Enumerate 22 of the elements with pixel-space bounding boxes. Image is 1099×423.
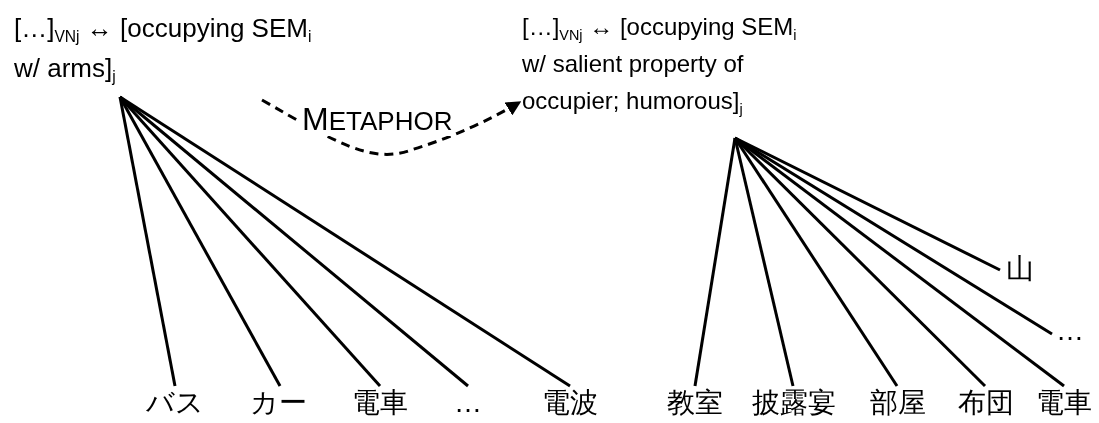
word-label: …: [448, 386, 488, 420]
construction-label: […]$_{VNj}$ ↔ [occupying SEM$_{i}$ w/ arms]$_{j}$: [14, 8, 332, 89]
construction-label: […]$_{VNj}$ ↔ [occupying SEM$_{i}$ w/ salient property of occupier; humorous]$_{j}$: [522, 8, 807, 120]
connector-line: [734, 136, 1001, 272]
word-label: …: [1050, 314, 1090, 348]
word-label: 山: [1000, 252, 1040, 286]
word-label: 教室: [665, 386, 725, 420]
connector-line: [119, 95, 571, 388]
word-label: バス: [145, 386, 205, 420]
connector-line: [118, 96, 382, 387]
connector-line: [119, 95, 469, 388]
connector-line: [693, 137, 737, 387]
word-label: 電車: [1034, 386, 1094, 420]
word-label: 電波: [540, 386, 600, 420]
dashed-arrow: [261, 98, 522, 156]
word-label: 電車: [350, 386, 410, 420]
word-label: カー: [248, 386, 308, 420]
word-label: 部屋: [868, 386, 928, 420]
connector-line: [733, 137, 795, 387]
connector-line: [118, 96, 177, 387]
word-label: 披露宴: [748, 386, 840, 420]
word-label: 布団: [956, 386, 1016, 420]
